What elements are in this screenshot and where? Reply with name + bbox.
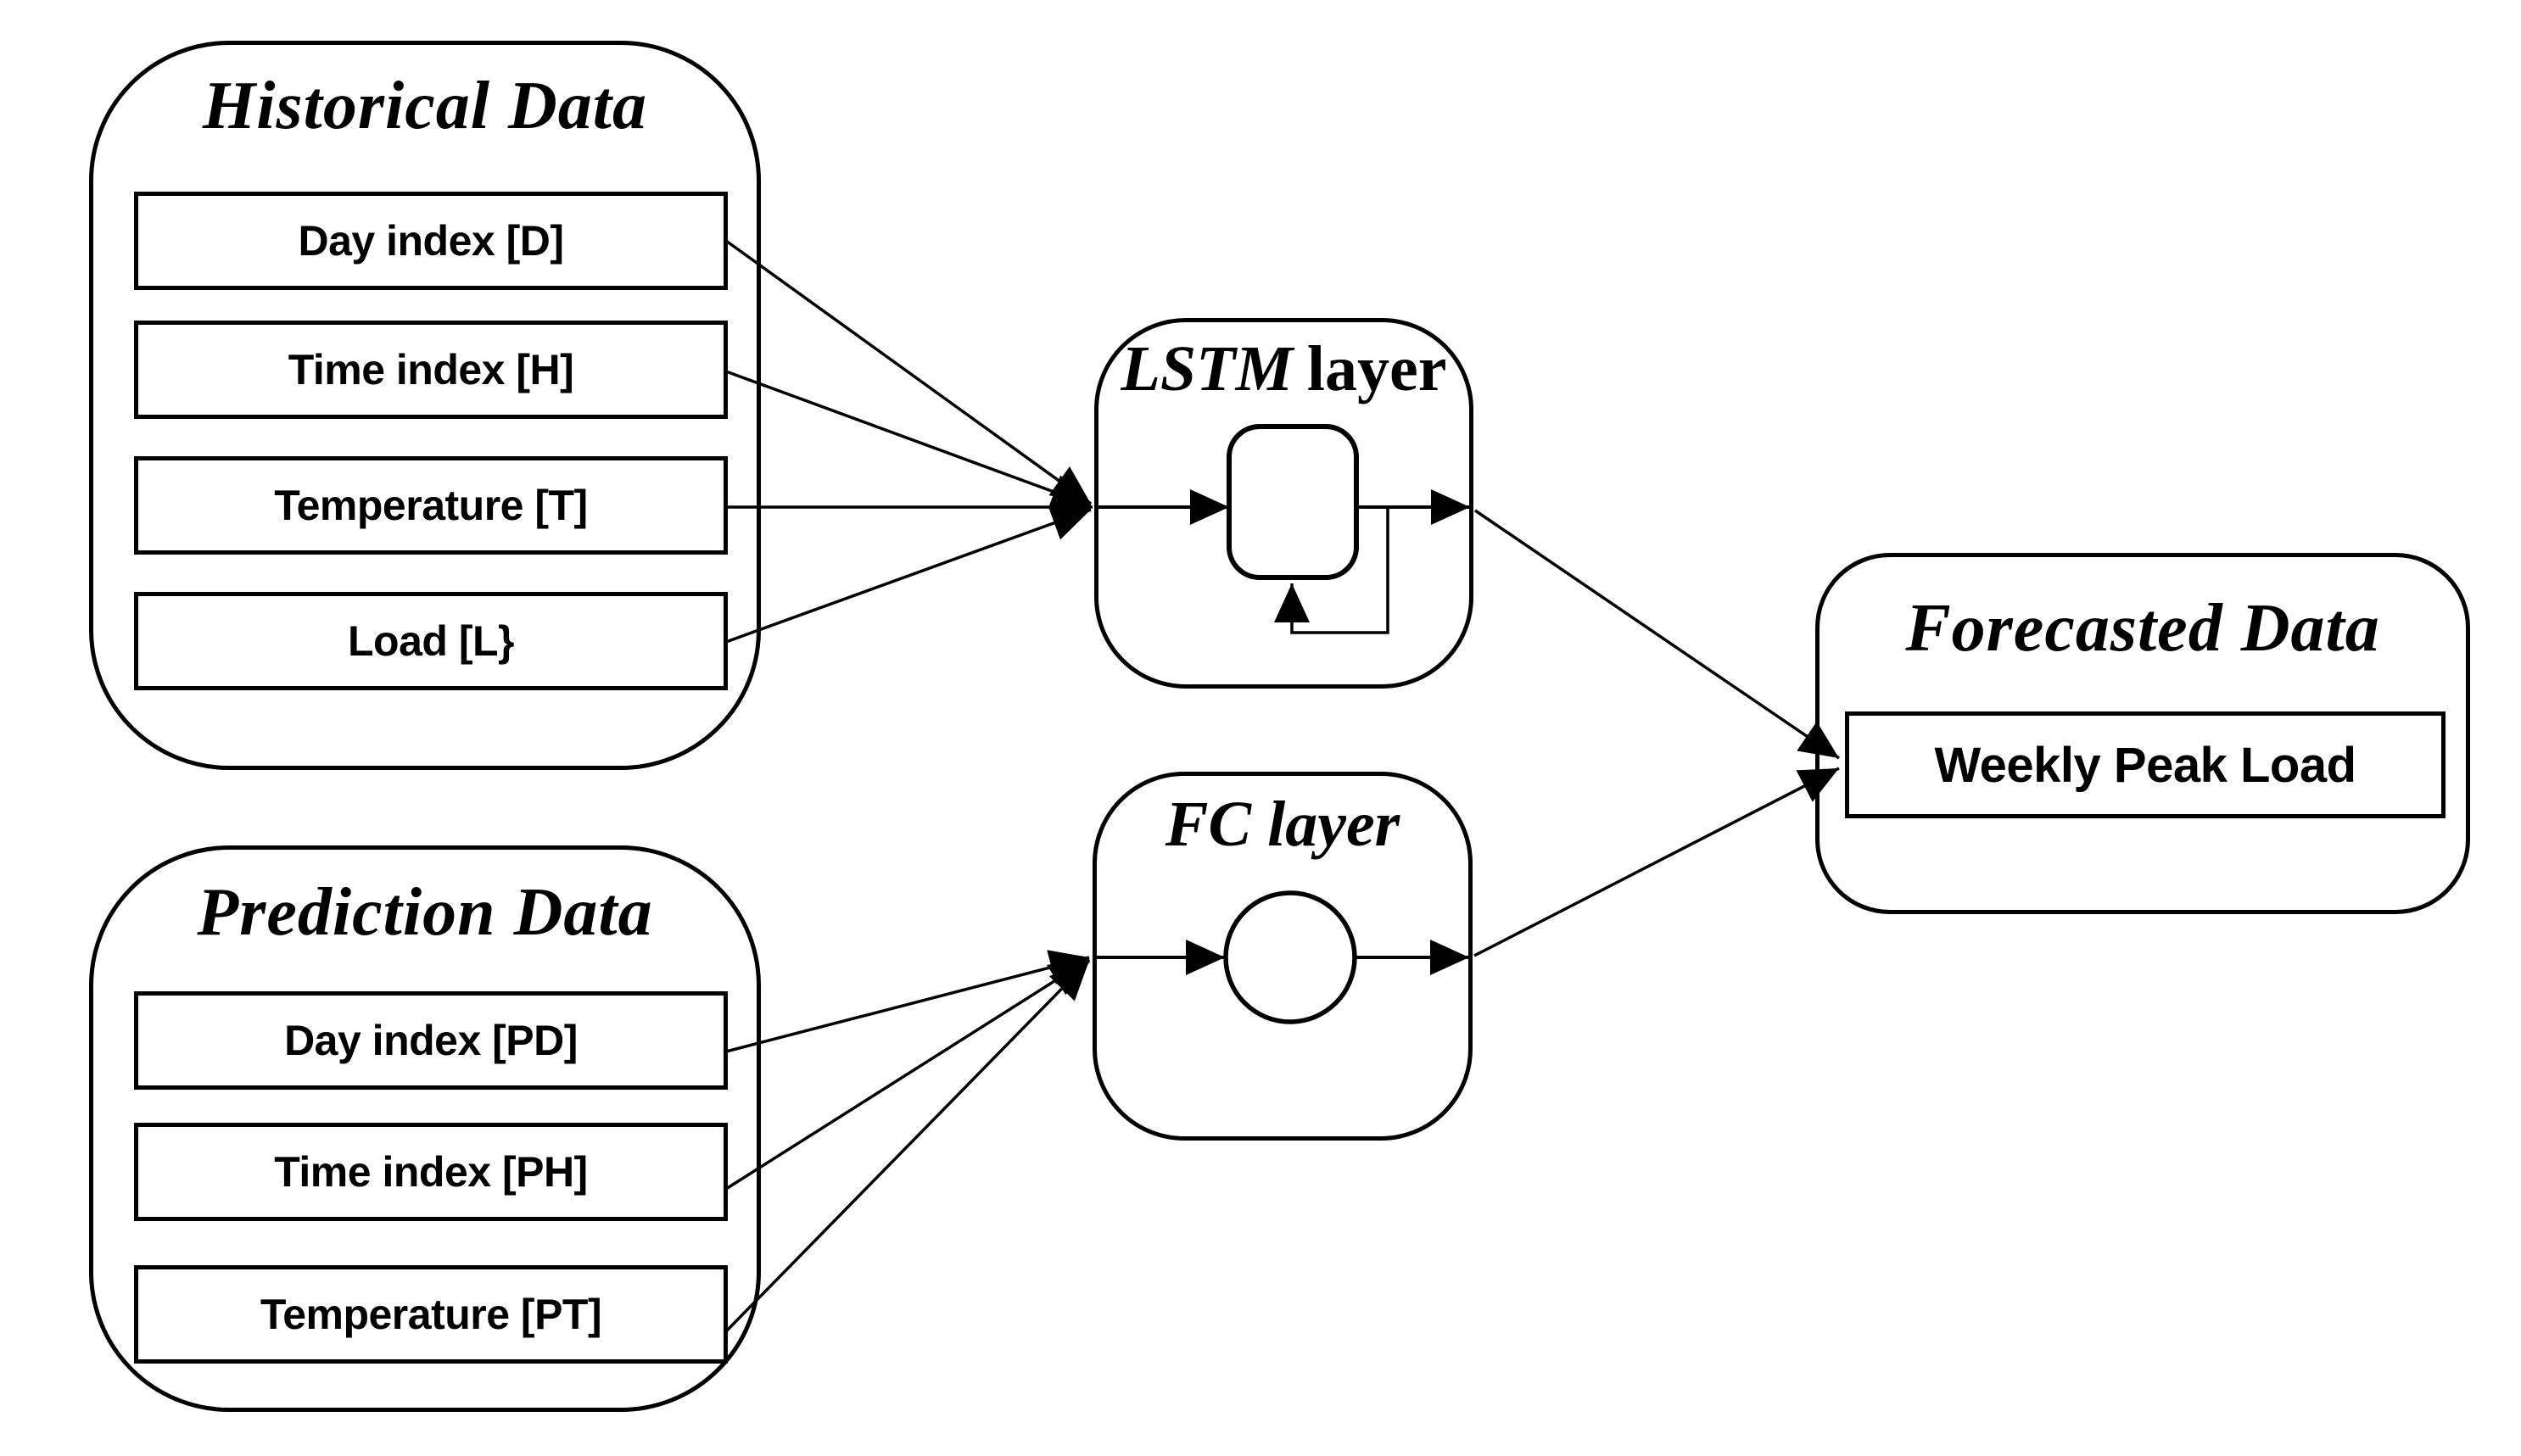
arrow-time-ph-to-fc bbox=[725, 957, 1090, 1191]
input-box-temperature-pt: Temperature [PT] bbox=[134, 1265, 728, 1364]
fc-layer-title: FC layer bbox=[1165, 789, 1400, 860]
input-box-time-index-h: Time index [H] bbox=[134, 321, 728, 419]
arrow-day-d-to-lstm bbox=[724, 239, 1093, 505]
fc-layer-box: FC layer bbox=[1093, 772, 1473, 1141]
lstm-title-rest: layer bbox=[1306, 333, 1447, 404]
prediction-data-container: Prediction Data Day index [PD] Time inde… bbox=[89, 845, 761, 1412]
input-box-day-index-pd: Day index [PD] bbox=[134, 991, 728, 1090]
input-box-day-index-d: Day index [D] bbox=[134, 192, 728, 290]
historical-data-container: Historical Data Day index [D] Time index… bbox=[89, 41, 761, 770]
forecasted-data-title: Forecasted Data bbox=[1905, 591, 2380, 666]
lstm-title-abbr: LSTM bbox=[1121, 333, 1294, 404]
input-box-temperature-t: Temperature [T] bbox=[134, 456, 728, 555]
arrow-lstm-to-forecast bbox=[1474, 509, 1840, 760]
input-box-time-index-ph: Time index [PH] bbox=[134, 1123, 728, 1221]
prediction-data-title: Prediction Data bbox=[197, 875, 653, 950]
arrow-temperature-pt-to-fc bbox=[724, 959, 1091, 1333]
arrow-day-pd-to-fc bbox=[725, 950, 1090, 1053]
historical-data-title: Historical Data bbox=[203, 69, 647, 143]
arrow-load-l-to-lstm bbox=[725, 505, 1092, 644]
forecasted-data-container: Forecasted Data Weekly Peak Load bbox=[1815, 553, 2470, 914]
arrow-time-h-to-lstm bbox=[725, 370, 1092, 509]
output-box-weekly-peak-load: Weekly Peak Load bbox=[1845, 711, 2446, 818]
input-box-load-l: Load [L} bbox=[134, 592, 728, 690]
arrow-fc-to-forecast bbox=[1473, 767, 1840, 957]
